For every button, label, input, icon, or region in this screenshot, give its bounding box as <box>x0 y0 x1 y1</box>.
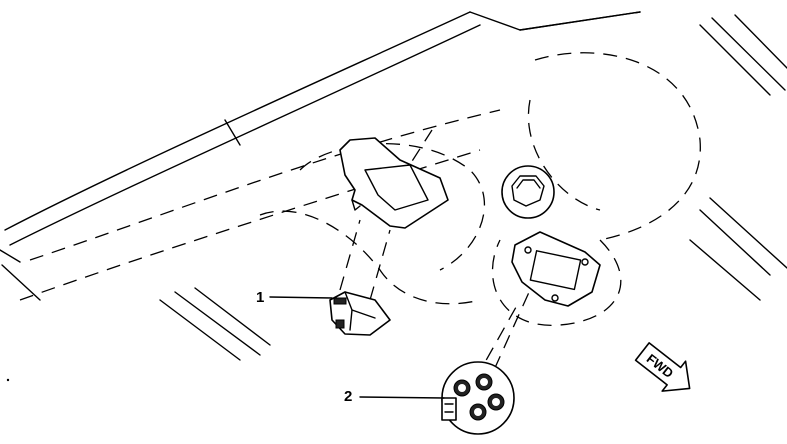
sensor-module <box>329 291 391 336</box>
round-connector <box>441 361 515 435</box>
glass-hatch-marks <box>159 14 787 361</box>
stray-mark <box>6 378 10 382</box>
callout-2-number: 2 <box>344 388 352 405</box>
rain-sensor-plate <box>511 231 601 307</box>
mirror-bracket <box>339 137 449 229</box>
callout-2: 2 <box>344 388 445 405</box>
callout-1: 1 <box>256 289 333 306</box>
fwd-direction-arrow: FWD <box>634 342 691 392</box>
mounting-contours <box>259 52 701 391</box>
callout-1-leader <box>269 296 333 299</box>
callout-1-number: 1 <box>256 289 264 306</box>
hex-nut <box>501 165 555 219</box>
callout-2-leader <box>359 396 445 399</box>
